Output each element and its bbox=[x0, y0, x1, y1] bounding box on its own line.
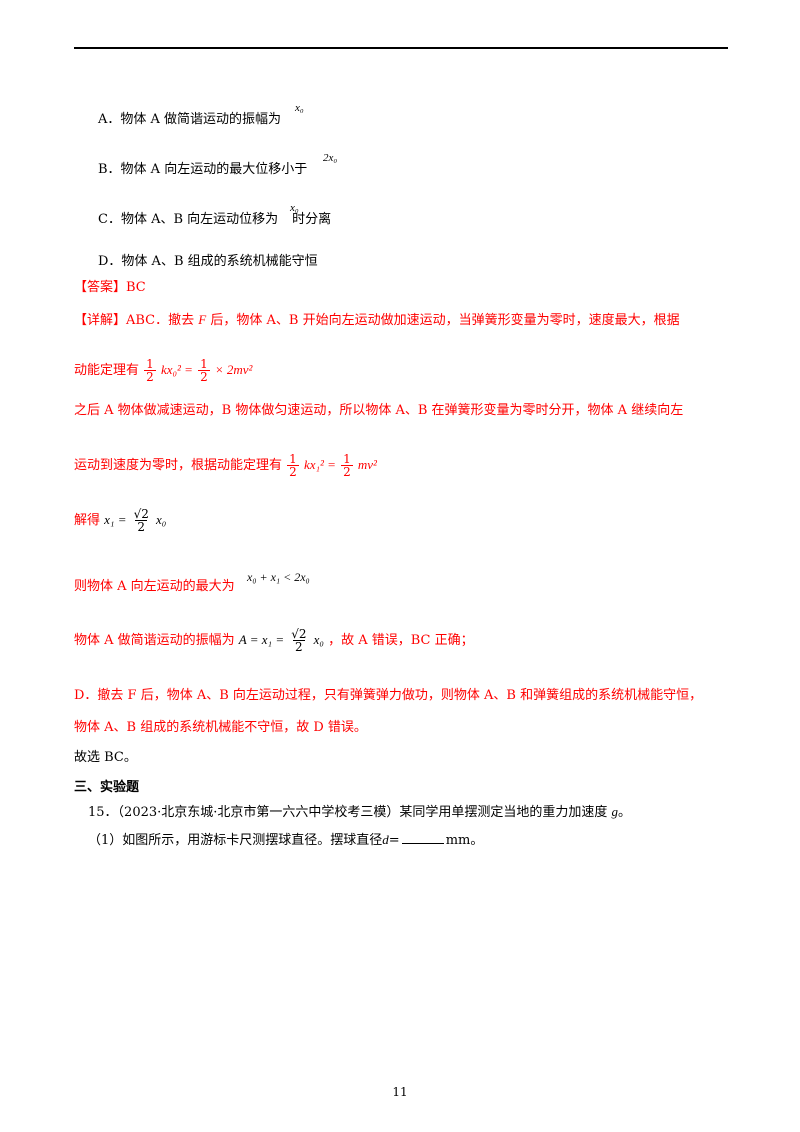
question-g: g bbox=[611, 804, 619, 819]
detail-line-1: 【详解】ABC．撤去 F 后，物体 A、B 开始向左运动做加速运动，当弹簧形变量… bbox=[74, 311, 680, 330]
option-b: B．物体 A 向左运动的最大位移小于 2x₀ bbox=[98, 152, 337, 179]
eq-2-right: × 2mv² bbox=[214, 362, 253, 377]
answer-line: 【答案】BC bbox=[74, 280, 146, 295]
eq-5-tail: x₀ bbox=[156, 512, 167, 527]
detail-1-post: 后，物体 A、B 开始向左运动做加速运动，当弹簧形变量为零时，速度最大，根据 bbox=[210, 313, 680, 328]
detail-1-pre: 【详解】ABC．撤去 bbox=[74, 313, 195, 328]
option-b-text: B．物体 A 向左运动的最大位移小于 bbox=[98, 162, 308, 177]
eq-4-left: kx₁² = bbox=[303, 457, 336, 472]
sub-question-1: （1）如图所示，用游标卡尺测摆球直径。摆球直径d= mm。 bbox=[88, 831, 483, 850]
option-a: A．物体 A 做简谐运动的振幅为 x₀ bbox=[98, 102, 304, 129]
eq-7: A = x₁ = bbox=[238, 632, 285, 647]
conclusion: 故选 BC。 bbox=[74, 750, 137, 765]
eq-6: x₀ + x₁ < 2x₀ bbox=[247, 570, 310, 584]
option-c-text-post: 时分离 bbox=[292, 212, 332, 227]
page-number: 11 bbox=[392, 1085, 408, 1099]
option-a-math: x₀ bbox=[295, 102, 304, 114]
detail-line-3: 之后 A 物体做减速运动，B 物体做匀速运动，所以物体 A、B 在弹簧形变量为零… bbox=[74, 403, 684, 418]
question-source: （2023·北京东城·北京市第一六六中学校考三模）某同学用单摆测定当地的重力加速… bbox=[117, 805, 608, 820]
option-c-text-pre: C．物体 A、B 向左运动位移为 bbox=[98, 212, 279, 227]
option-b-math: 2x₀ bbox=[323, 152, 338, 164]
detail-line-9: 物体 A、B 组成的系统机械能不守恒，故 D 错误。 bbox=[74, 720, 367, 735]
detail-2-pre: 动能定理有 bbox=[74, 363, 140, 378]
eq-2-left: kx₀² = bbox=[160, 362, 193, 377]
sub1-pre: （1）如图所示，用游标卡尺测摆球直径。摆球直径 bbox=[88, 833, 383, 848]
detail-line-8: D．撤去 F 后，物体 A、B 向左运动过程，只有弹簧弹力做功，则物体 A、B … bbox=[74, 688, 703, 703]
eq-7-tail: x₀ bbox=[313, 632, 324, 647]
answer-blank[interactable] bbox=[401, 831, 444, 844]
detail-6-pre: 则物体 A 向左运动的最大为 bbox=[74, 579, 235, 594]
question-15: 15．（2023·北京东城·北京市第一六六中学校考三模）某同学用单摆测定当地的重… bbox=[88, 803, 631, 822]
detail-4-pre: 运动到速度为零时，根据动能定理有 bbox=[74, 458, 283, 473]
detail-line-6: 则物体 A 向左运动的最大为 x₀ + x₁ < 2x₀ bbox=[74, 570, 310, 596]
eq-4-right: mv² bbox=[357, 457, 377, 472]
detail-1-F: F bbox=[198, 312, 207, 327]
sub1-var: d bbox=[382, 832, 389, 847]
question-number: 15． bbox=[88, 805, 118, 820]
option-a-text: A．物体 A 做简谐运动的振幅为 bbox=[98, 112, 282, 127]
sub1-eq: = bbox=[388, 833, 400, 848]
detail-5-pre: 解得 bbox=[74, 513, 101, 528]
detail-7-pre: 物体 A 做简谐运动的振幅为 bbox=[74, 633, 235, 648]
option-d-text: D．物体 A、B 组成的系统机械能守恒 bbox=[98, 254, 318, 269]
option-c: C．物体 A、B 向左运动位移为时分离 x₀ bbox=[98, 202, 332, 229]
header-rule bbox=[74, 47, 728, 49]
option-c-math: x₀ bbox=[290, 202, 299, 214]
option-d: D．物体 A、B 组成的系统机械能守恒 bbox=[98, 253, 318, 271]
detail-7-post: ，故 A 错误，BC 正确； bbox=[328, 633, 474, 648]
sub1-post: mm。 bbox=[445, 833, 484, 848]
eq-5: x₁ = bbox=[104, 512, 127, 527]
question-end: 。 bbox=[618, 805, 632, 820]
section-title: 三、实验题 bbox=[74, 780, 140, 795]
